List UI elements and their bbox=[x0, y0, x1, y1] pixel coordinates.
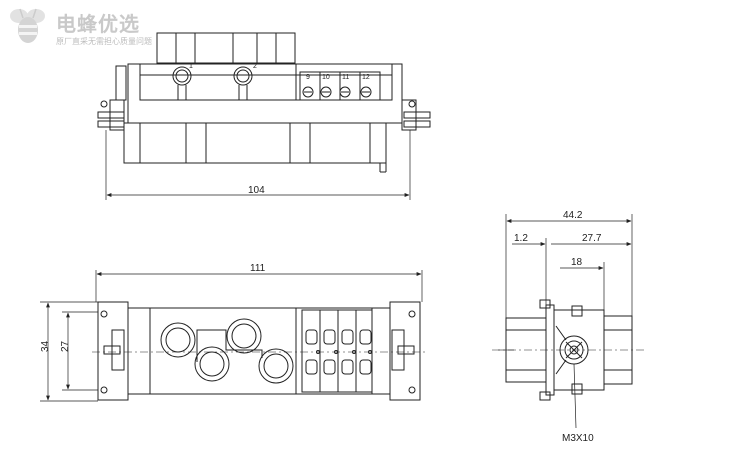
pin-label-2: 2 bbox=[253, 63, 257, 70]
dimension-44-2: 44.2 bbox=[563, 210, 583, 221]
watermark-title: 电蜂优选 bbox=[56, 12, 140, 36]
bee-logo-icon bbox=[10, 8, 45, 43]
dimension-111: 111 bbox=[250, 263, 266, 274]
dimension-27: 27 bbox=[60, 340, 71, 352]
pin-label-1: 1 bbox=[189, 63, 193, 70]
dimension-34: 34 bbox=[40, 340, 51, 352]
terminal-label-11: 11 bbox=[342, 74, 349, 81]
screw-label: M3X10 bbox=[562, 433, 594, 444]
dimension-1-2: 1.2 bbox=[514, 233, 528, 244]
dimension-18: 18 bbox=[571, 257, 583, 268]
terminal-label-10: 10 bbox=[322, 74, 330, 81]
dimension-27-7: 27.7 bbox=[582, 233, 602, 244]
side-view bbox=[492, 214, 646, 429]
watermark-subtitle: 原厂直采无需担心质量问题 bbox=[56, 37, 152, 46]
terminal-label-9: 9 bbox=[306, 74, 310, 81]
front-view bbox=[40, 270, 426, 402]
terminal-label-12: 12 bbox=[362, 74, 370, 81]
dimension-104: 104 bbox=[248, 185, 265, 196]
top-view bbox=[97, 32, 431, 200]
drawing-labels: 1 2 9 10 11 12 104 111 34 27 44.2 1.2 27… bbox=[40, 63, 602, 444]
watermark-logo: 电蜂优选 原厂直采无需担心质量问题 bbox=[6, 4, 156, 48]
